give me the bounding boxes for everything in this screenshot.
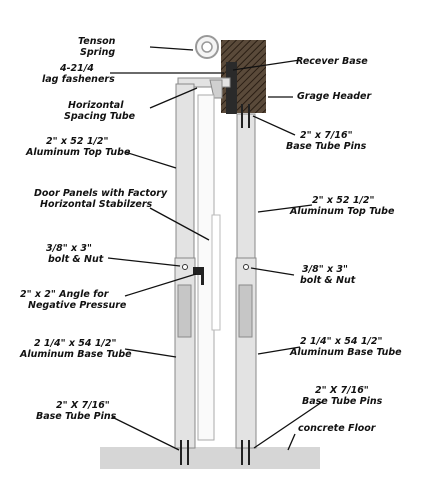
left-bottom-pins-label-1: 2" X 7/16"	[56, 400, 110, 411]
left-base-tube-label-1: 2 1/4" x 54 1/2"	[34, 338, 117, 349]
receiver-base-label: Recever Base	[296, 56, 368, 67]
angle-label-1: 2" x 2" Angle for	[20, 289, 110, 300]
right-top-tube-label-2: Aluminum Top Tube	[289, 206, 395, 217]
negative-pressure-angle	[193, 267, 204, 275]
garage-header-label: Grage Header	[297, 91, 372, 102]
tension-spring-label-2: Spring	[80, 47, 115, 58]
horizontal-spacing-tube	[177, 77, 231, 88]
right-base-tube-label-2: Aluminum Base Tube	[289, 347, 402, 358]
door-stabilizer	[211, 214, 221, 331]
concrete-floor-label: concrete Floor	[298, 423, 377, 434]
right-base-tube-label-1: 2 1/4" x 54 1/2"	[300, 336, 383, 347]
leader-lines	[107, 46, 323, 451]
right-top-tube	[236, 113, 256, 261]
spacing-bracket	[209, 79, 223, 99]
left-base-tube-label-2: Aluminum Base Tube	[19, 349, 132, 360]
right-bolt	[243, 264, 249, 270]
right-bottom-pins	[241, 440, 250, 465]
right-bolt-label-2: bolt & Nut	[300, 275, 356, 286]
door-panels-label-2: Horizontal Stabilzers	[40, 199, 153, 210]
left-top-tube-label-2: Aluminum Top Tube	[25, 147, 131, 158]
left-bolt-label-1: 3/8" x 3"	[46, 243, 92, 254]
right-sleeve	[238, 284, 253, 338]
left-top-tube-label-1: 2" x 52 1/2"	[46, 136, 109, 147]
concrete-floor	[100, 447, 320, 469]
lag-fasteners-label-2: lag fasheners	[42, 74, 115, 85]
right-bolt-label-1: 3/8" x 3"	[302, 264, 348, 275]
spacing-tube-label-1: Horizontal	[68, 100, 124, 111]
top-pins-label-1: 2" x 7/16"	[300, 130, 353, 141]
left-bottom-pins-label-2: Base Tube Pins	[36, 411, 117, 422]
tension-spring-label-1: Tenson	[78, 36, 116, 47]
lag-fasteners-label-1: 4-21/4	[59, 63, 94, 74]
angle-label-2: Negative Pressure	[28, 300, 127, 311]
door-panels-label-1: Door Panels with Factory	[34, 188, 168, 199]
left-sleeve	[177, 284, 192, 338]
angle-leg	[201, 267, 204, 285]
top-pins	[241, 104, 250, 128]
left-bolt	[182, 264, 188, 270]
left-top-tube	[175, 83, 195, 261]
left-bolt-label-2: bolt & Nut	[48, 254, 104, 265]
right-bottom-pins-label-1: 2" X 7/16"	[315, 385, 369, 396]
right-bottom-pins-label-2: Base Tube Pins	[302, 396, 383, 407]
left-bottom-pins	[180, 440, 189, 465]
receiver-base	[226, 62, 237, 114]
spacing-tube-label-2: Spacing Tube	[64, 111, 136, 122]
tension-spring	[195, 35, 219, 59]
right-top-tube-label-1: 2" x 52 1/2"	[312, 195, 375, 206]
top-pins-label-2: Base Tube Pins	[286, 141, 367, 152]
